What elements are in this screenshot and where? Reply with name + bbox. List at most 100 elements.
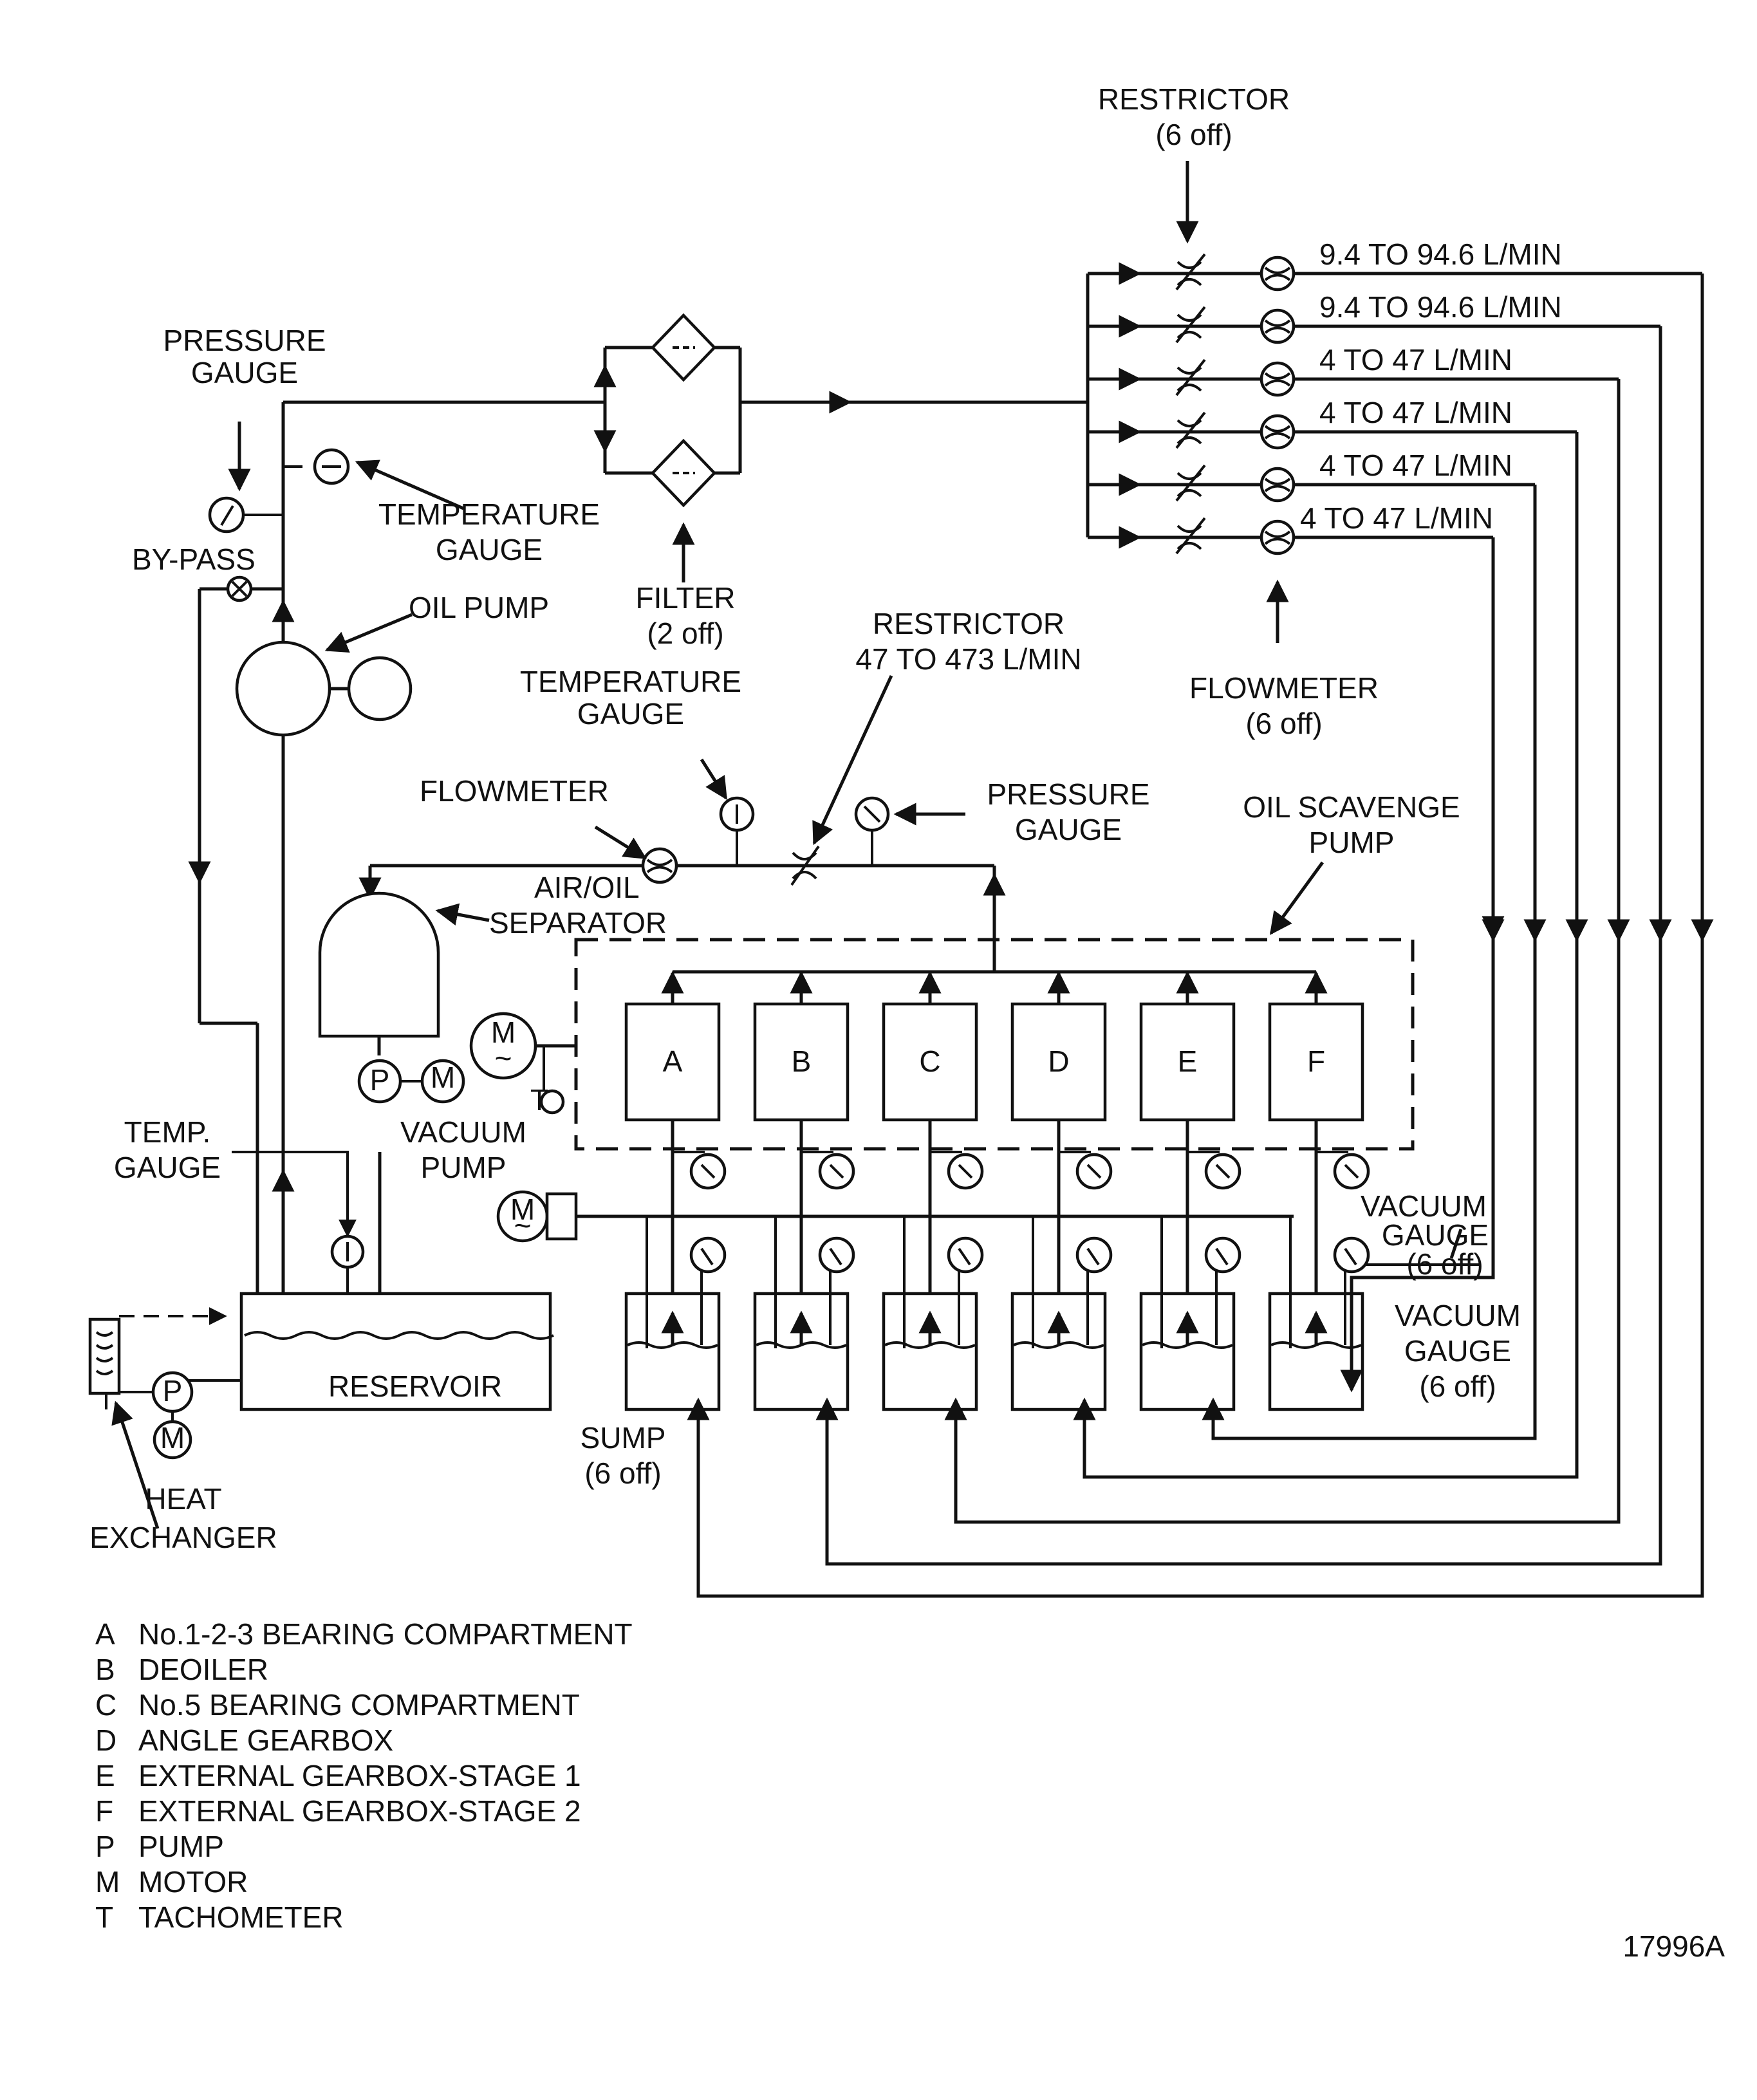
vacuum-gauge-upper-label-3: (6 off) [1406, 1247, 1483, 1281]
supply-branch: 4 TO 47 L/MIN [1088, 343, 1630, 942]
restrictor-top-label-2: (6 off) [1155, 118, 1232, 151]
lower-motor-tilde: ~ [514, 1209, 532, 1242]
temperature-gauge-mid-icon [719, 796, 755, 832]
flowmeter-icon [1260, 308, 1296, 344]
air-oil-separator-icon [318, 891, 440, 1055]
pressure-gauge-label-1: PRESSURE [163, 324, 326, 357]
supply-branch: 4 TO 47 L/MIN [1088, 501, 1505, 942]
sump-vacuum-gauge-icon [1075, 1236, 1113, 1274]
legend-key: B [95, 1653, 115, 1686]
restrictor-icon [1175, 464, 1206, 502]
flowmeter-mid-label: FLOWMETER [420, 774, 609, 808]
vacuum-motor-letter: M [431, 1061, 455, 1094]
restrictor-icon [1175, 358, 1206, 396]
return-line [815, 940, 1662, 1566]
legend-key: D [95, 1724, 116, 1757]
flowmeter-icon [1260, 467, 1296, 503]
legend-key: P [95, 1830, 115, 1863]
compartment-letter: E [1178, 1045, 1198, 1078]
return-line [1340, 895, 1505, 1393]
legend-key: C [95, 1688, 116, 1722]
sump-icon [624, 1216, 727, 1411]
air-oil-separator-label-1: AIR/OIL [534, 871, 640, 904]
compartment-letter: C [919, 1045, 940, 1078]
legend-key: A [95, 1617, 115, 1651]
figure-id: 17996A [1622, 1929, 1725, 1963]
return-line [687, 940, 1704, 1598]
temperature-gauge-icon [313, 448, 350, 485]
restrictor-icon [1175, 517, 1206, 555]
compartment-box: A [624, 971, 727, 1306]
hx-pump-letter: P [163, 1374, 183, 1408]
heat-exchanger-label-1: HEAT [145, 1482, 221, 1516]
sump-icon [753, 1216, 855, 1411]
legend-text: ANGLE GEARBOX [138, 1724, 393, 1757]
reservoir-label: RESERVOIR [328, 1370, 502, 1403]
sump-icon [1268, 1216, 1370, 1411]
lower-motor-icon [496, 1190, 1294, 1243]
compartment-boxes: A B C D E F [624, 971, 1370, 1306]
sump-vacuum-gauge-icon [818, 1236, 855, 1274]
compartment-box: D [1010, 971, 1113, 1306]
supply-branch: 9.4 TO 94.6 L/MIN [1088, 237, 1714, 942]
flow-rate-label: 4 TO 47 L/MIN [1319, 396, 1512, 429]
compartment-letter: B [792, 1045, 812, 1078]
restrictor-mid-label-1: RESTRICTOR [873, 607, 1064, 640]
filter-upper [650, 313, 717, 382]
return-line [1202, 940, 1537, 1440]
sump-vacuum-gauge-icon [689, 1236, 727, 1274]
vacuum-gauge-lower-label-1: VACUUM [1395, 1299, 1521, 1332]
by-pass-label: BY-PASS [132, 543, 256, 576]
pressure-gauge-mid-label-2: GAUGE [1015, 813, 1122, 846]
sump-vacuum-gauge-icon [1204, 1236, 1241, 1274]
legend-text: No.1-2-3 BEARING COMPARTMENT [138, 1617, 633, 1651]
vacuum-gauge-icon [930, 1151, 984, 1190]
compartment-letter: A [663, 1045, 683, 1078]
motor-tilde: ~ [495, 1041, 512, 1075]
legend-text: EXTERNAL GEARBOX-STAGE 1 [138, 1759, 581, 1792]
vacuum-gauge-icon [1187, 1151, 1241, 1190]
pressure-gauge-mid-icon [854, 796, 890, 832]
vacuum-gauge-icon [801, 1151, 855, 1190]
restrictor-mid-icon [790, 845, 820, 886]
pressure-gauge-mid-label-1: PRESSURE [987, 777, 1149, 811]
flowmeter-mid-icon [641, 847, 678, 884]
flow-rate-label: 4 TO 47 L/MIN [1319, 449, 1512, 482]
supply-branch: 4 TO 47 L/MIN [1088, 449, 1547, 942]
filter-label-1: FILTER [635, 581, 735, 615]
compartment-box: F [1268, 971, 1370, 1306]
temperature-gauge-mid-label-1: TEMPERATURE [520, 665, 741, 698]
vacuum-gauge-icon [673, 1151, 727, 1190]
heat-exchanger-label-2: EXCHANGER [89, 1521, 277, 1554]
supply-branches: 9.4 TO 94.6 L/MIN 9.4 TO 94.6 L/MIN 4 TO 4… [1088, 237, 1714, 942]
filter-label-2: (2 off) [647, 617, 723, 650]
legend-row: D ANGLE GEARBOX [95, 1724, 393, 1757]
vacuum-gauge-upper-label-2: GAUGE [1382, 1218, 1489, 1252]
sump-vacuum-gauge-icon [947, 1236, 984, 1274]
heat-exchanger-icon [88, 1307, 227, 1529]
flowmeter-right-label-2: (6 off) [1245, 707, 1322, 740]
hx-motor-letter: M [160, 1421, 185, 1454]
oil-pump-icon [235, 640, 413, 737]
flow-rate-label: 9.4 TO 94.6 L/MIN [1319, 290, 1562, 324]
tachometer-letter: T [530, 1083, 548, 1117]
lower-motor-letter: M [510, 1193, 535, 1226]
compartment-letter: D [1048, 1045, 1069, 1078]
flow-rate-label: 4 TO 47 L/MIN [1300, 501, 1493, 535]
restrictor-icon [1175, 306, 1206, 344]
main-piping [188, 274, 1090, 1380]
oil-pump-label: OIL PUMP [409, 591, 549, 624]
temp-gauge-label-1: TEMP. [124, 1115, 211, 1149]
flow-rate-label: 9.4 TO 94.6 L/MIN [1319, 237, 1562, 271]
compartment-box: B [753, 971, 855, 1306]
legend-text: TACHOMETER [138, 1900, 344, 1934]
reservoir-temp-gauge-icon [330, 1234, 365, 1269]
vacuum-pump-label-1: VACUUM [400, 1115, 526, 1149]
